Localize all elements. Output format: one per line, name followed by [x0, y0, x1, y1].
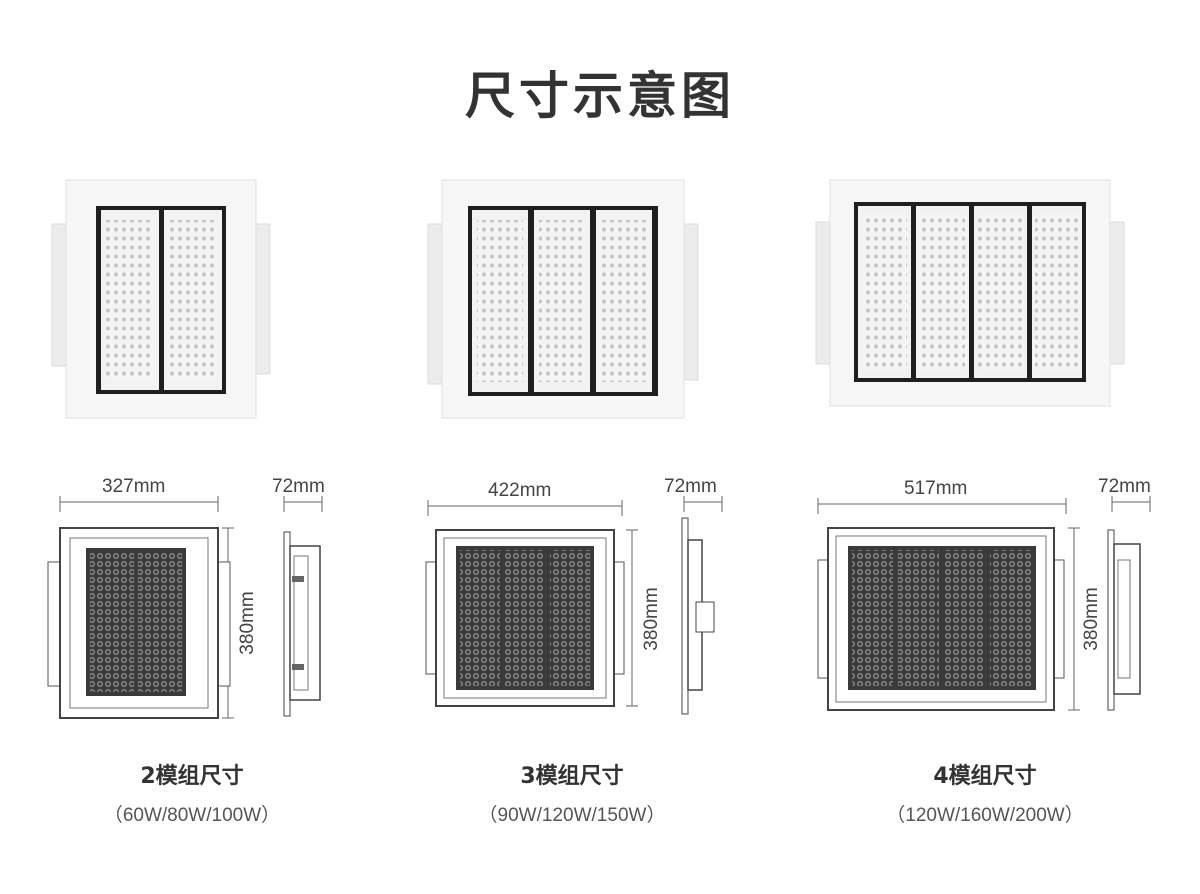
- module-name: 4模组尺寸: [933, 764, 1037, 789]
- page-title: 尺寸示意图: [465, 67, 735, 125]
- module-name: 2模组尺寸: [140, 764, 244, 789]
- module-name: 3模组尺寸: [520, 764, 624, 789]
- depth-label: 72mm: [1098, 476, 1151, 497]
- width-label: 327mm: [102, 476, 166, 497]
- module-wattage: （90W/120W/150W）: [478, 805, 666, 826]
- width-label: 422mm: [488, 480, 552, 501]
- module-wattage: （60W/80W/100W）: [103, 805, 281, 826]
- width-label: 517mm: [904, 478, 968, 499]
- height-label: 380mm: [1081, 587, 1102, 651]
- led-grid: [106, 220, 217, 380]
- module-wattage: （120W/160W/200W）: [886, 805, 1084, 826]
- depth-label: 72mm: [272, 476, 325, 497]
- depth-label: 72mm: [664, 476, 717, 497]
